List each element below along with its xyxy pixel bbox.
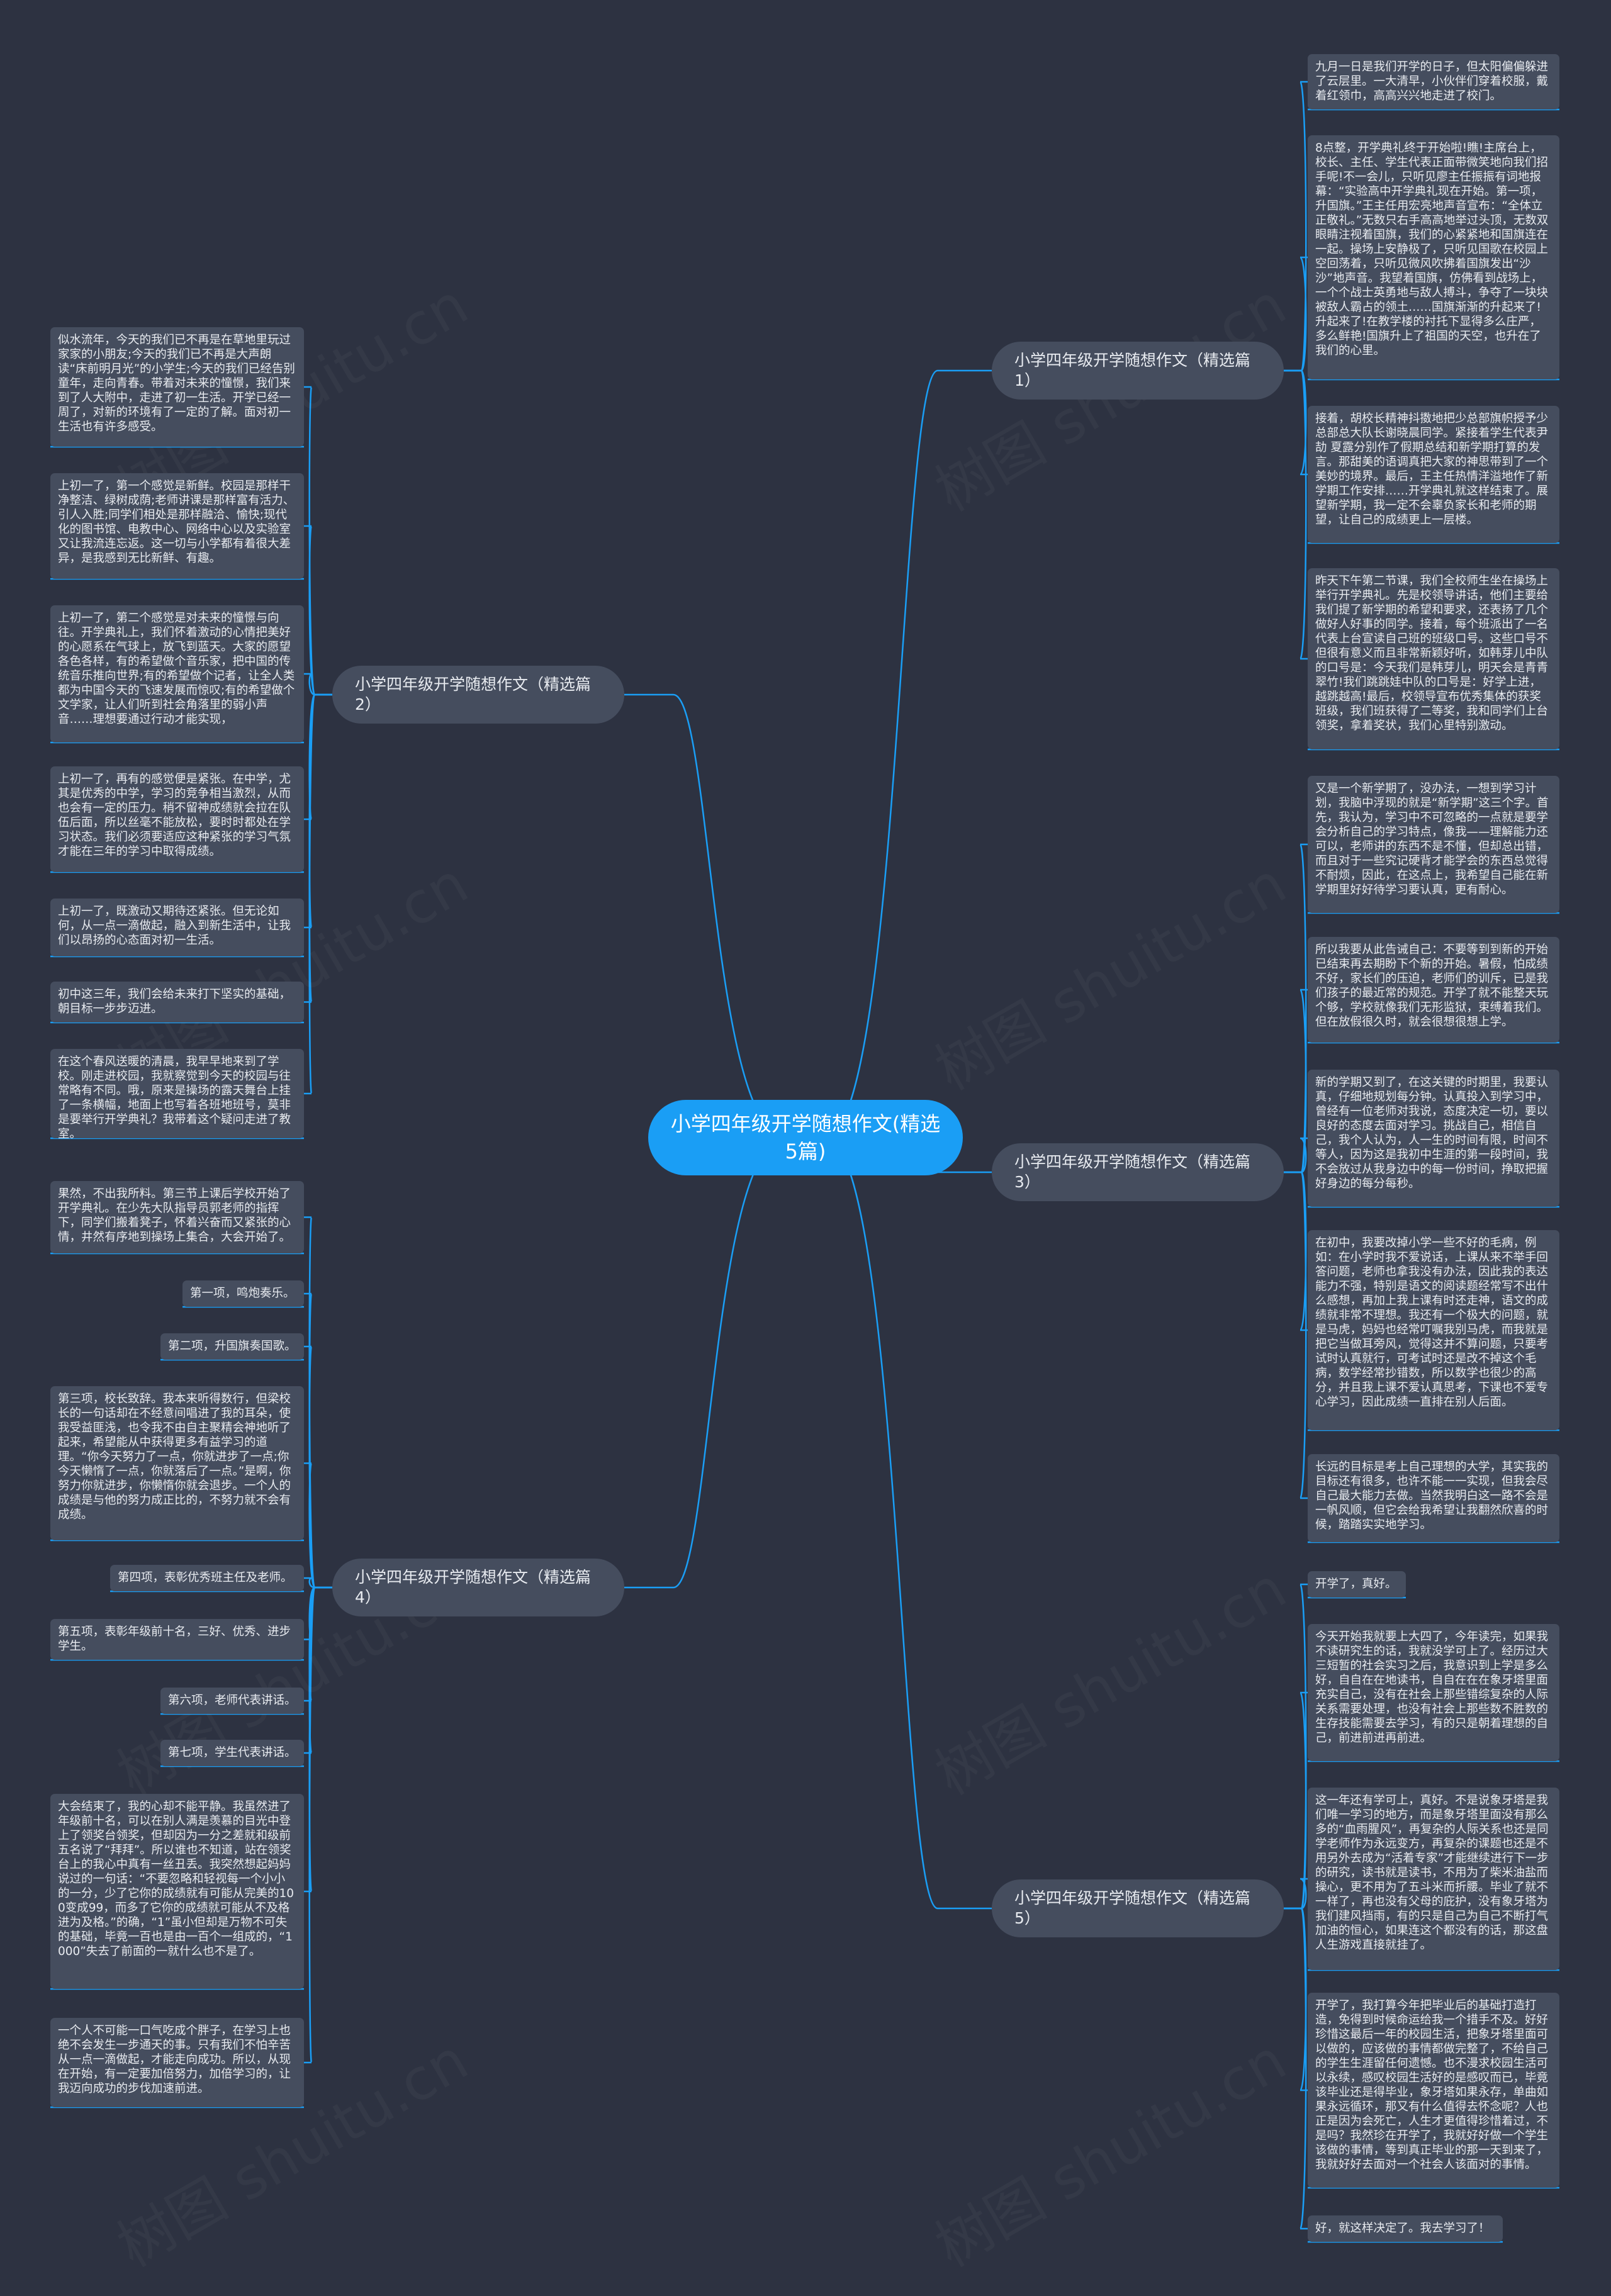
leaf-note: 第二项，升国旗奏国歌。: [160, 1333, 304, 1360]
leaf-note: 新的学期又到了，在这关键的时期里，我要认真，仔细地规划每分钟。认真投入到学习中，…: [1308, 1070, 1559, 1207]
connector-line: [304, 693, 332, 929]
connector-line: [1284, 1691, 1308, 1910]
branch-topic-1[interactable]: 小学四年级开学随想作文（精选篇1）: [992, 342, 1284, 400]
connector-line: [1284, 256, 1308, 372]
connector-line: [1284, 988, 1308, 1173]
connector-line: [304, 693, 332, 1095]
connector-line: [304, 386, 332, 696]
leaf-note: 长远的目标是考上自己理想的大学，其实我的目标还有很多，也许不能一一实现，但我会尽…: [1308, 1454, 1559, 1542]
connector-line: [1284, 1907, 1308, 2230]
branch-topic-3[interactable]: 小学四年级开学随想作文（精选篇3）: [992, 1143, 1284, 1201]
connector-line: [1284, 1583, 1308, 1910]
branch-topic-2[interactable]: 小学四年级开学随想作文（精选篇2）: [332, 666, 624, 724]
connector-line: [1284, 81, 1308, 372]
leaf-note: 好，就这样决定了。我去学习了！: [1308, 2215, 1503, 2242]
leaf-note: 第一项，鸣炮奏乐。: [182, 1280, 304, 1307]
leaf-note: 开学了，真好。: [1308, 1571, 1406, 1598]
connector-line: [304, 1345, 332, 1589]
leaf-note: 果然，不出我所料。第三节上课后学校开始了开学典礼。在少先大队指导员郭老师的指挥下…: [50, 1181, 304, 1253]
leaf-note: 第五项，表彰年级前十名，三好、优秀、进步学生。: [50, 1619, 304, 1660]
leaf-note: 上初一了，第二个感觉是对未来的憧憬与向往。开学典礼上，我们怀着激动的心情把美好的…: [50, 605, 304, 742]
connector-line: [304, 1292, 332, 1589]
connector-line: [1284, 369, 1308, 660]
connector-line: [304, 1216, 332, 1589]
leaf-note: 上初一了，再有的感觉便是紧张。在中学，尤其是优秀的中学，学习的竞争相当激烈，从而…: [50, 766, 304, 872]
branch-topic-5[interactable]: 小学四年级开学随想作文（精选篇5）: [992, 1879, 1284, 1937]
connector-line: [304, 1577, 332, 1589]
leaf-note: 第七项，学生代表讲话。: [160, 1740, 304, 1766]
leaf-note: 8点整，开学典礼终于开始啦!瞧!主席台上，校长、主任、学生代表正面带微笑地向我们…: [1308, 135, 1559, 379]
connector-line: [1284, 1171, 1308, 1499]
leaf-note: 上初一了，第一个感觉是新鲜。校园是那样干净整洁、绿树成荫;老师讲课是那样富有活力…: [50, 473, 304, 579]
leaf-note: 在初中，我要改掉小学一些不好的毛病，例如：在小学时我不爱说话，上课从来不举手回答…: [1308, 1230, 1559, 1430]
leaf-note: 第四项，表彰优秀班主任及老师。: [110, 1565, 304, 1591]
leaf-note: 大会结束了，我的心却不能平静。我虽然进了年级前十名，可以在别人满是羡慕的目光中登…: [50, 1794, 304, 1989]
leaf-note: 又是一个新学期了，没办法，一想到学习计划，我脑中浮现的就是“新学期”这三个字。首…: [1308, 776, 1559, 913]
leaf-note: 今天开始我就要上大四了，今年读完，如果我不读研究生的话，我就没学可上了。经历过大…: [1308, 1624, 1559, 1761]
leaf-note: 在这个春风送暖的清晨，我早早地来到了学校。刚走进校园，我就察觉到今天的校园与往常…: [50, 1049, 304, 1138]
leaf-note: 接着，胡校长精神抖擞地把少总部旗帜授予少总部总大队长谢晓晨同学。紧接着学生代表尹…: [1308, 406, 1559, 543]
connector-line: [304, 1462, 332, 1589]
connector-line: [824, 1136, 992, 1910]
branch-topic-4[interactable]: 小学四年级开学随想作文（精选篇4）: [332, 1559, 624, 1616]
connector-line: [304, 673, 332, 696]
leaf-note: 似水流年，今天的我们已不再是在草地里玩过家家的小朋友;今天的我们已不再是大声朗读…: [50, 327, 304, 447]
leaf-note: 上初一了，既激动又期待还紧张。但无论如何，从一点一滴做起，融入到新生活中，让我们…: [50, 899, 304, 956]
leaf-note: 开学了，我打算今年把毕业后的基础打造打造，免得到时候命运给我一个措手不及。好好珍…: [1308, 1993, 1559, 2188]
connector-line: [304, 525, 332, 696]
connector-line: [824, 369, 992, 1139]
root-topic[interactable]: 小学四年级开学随想作文(精选5篇): [648, 1100, 963, 1175]
leaf-note: 这一年还有学可上，真好。不是说象牙塔是我们唯一学习的地方，而是象牙塔里面没有那么…: [1308, 1788, 1559, 1970]
connector-line: [624, 693, 787, 1139]
connector-line: [304, 1586, 332, 2064]
leaf-note: 九月一日是我们开学的日子，但太阳偏偏躲进了云层里。一大清早，小伙伴们穿着校服，戴…: [1308, 54, 1559, 109]
leaf-note: 初中这三年，我们会给未来打下坚实的基础，朝目标一步步迈进。: [50, 982, 304, 1022]
leaf-note: 昨天下午第二节课，我们全校师生坐在操场上举行开学典礼。先是校领导讲话，他们主要给…: [1308, 568, 1559, 749]
connector-line: [304, 693, 332, 820]
connector-line: [624, 1136, 787, 1589]
leaf-note: 第六项，老师代表讲话。: [160, 1688, 304, 1714]
leaf-note: 一个人不可能一口气吃成个胖子，在学习上也绝不会发生一步通天的事。只有我们不怕辛苦…: [50, 2018, 304, 2107]
leaf-note: 所以我要从此告诫自己：不要等到到新的开始已结束再去期盼下个新的开始。暑假，怕成绩…: [1308, 937, 1559, 1043]
leaf-note: 第三项，校长致辞。我本来听得数行，但梁校长的一句话却在不经意间唱进了我的耳朵，使…: [50, 1386, 304, 1540]
